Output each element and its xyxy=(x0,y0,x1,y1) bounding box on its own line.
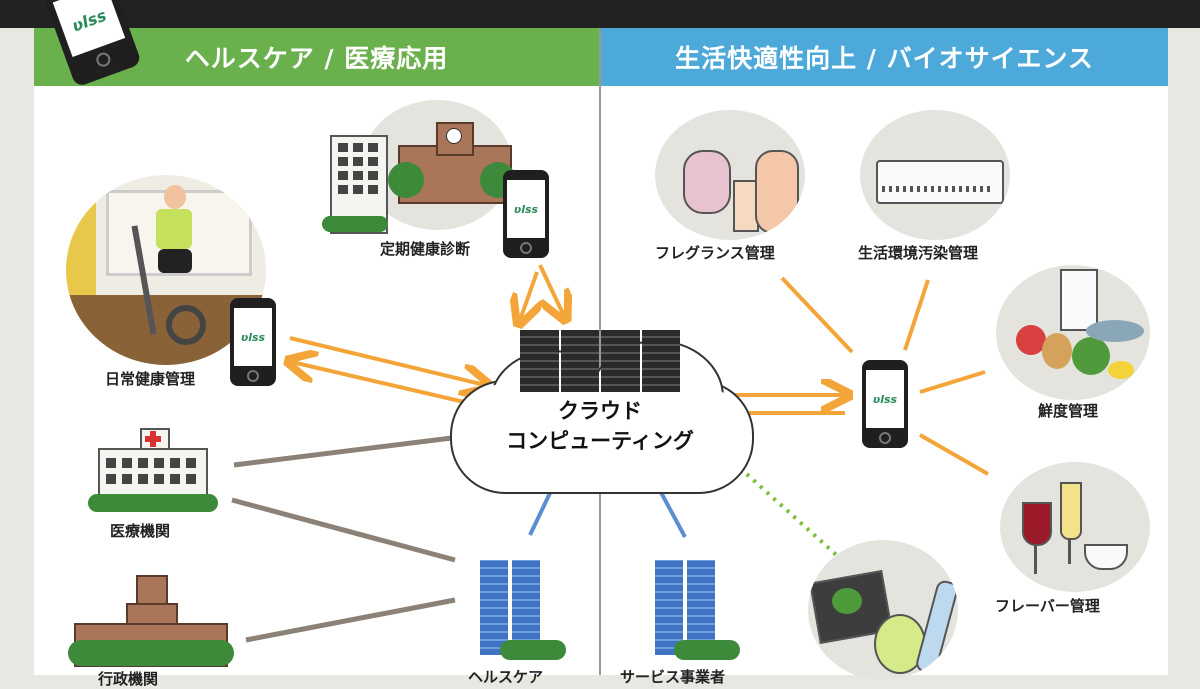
hospital-bushes xyxy=(88,494,218,512)
cloud-label-line1: クラウド xyxy=(558,399,642,423)
cloud-shape xyxy=(450,340,754,494)
cloud-label-line2: コンピューティング xyxy=(506,429,694,453)
checkup-phone-logo: ʋlss xyxy=(507,180,545,238)
healthcare-towers xyxy=(480,555,545,655)
checkup-label: 定期健康診断 xyxy=(380,240,471,258)
top-bar xyxy=(0,0,1200,28)
line-fragrance xyxy=(780,276,854,354)
checkup-phone: ʋlss xyxy=(503,170,549,258)
server-rack xyxy=(520,330,680,392)
daily-health-label: 日常健康管理 xyxy=(105,370,196,388)
government-trees xyxy=(68,640,234,666)
flavor-illustration xyxy=(1000,462,1150,592)
hospital-icon xyxy=(98,428,208,504)
arrow-checkup-down xyxy=(538,264,564,316)
service-bushes xyxy=(674,640,740,660)
daily-phone: ʋlss xyxy=(230,298,276,386)
service-towers xyxy=(655,555,720,655)
arrow-checkup-up xyxy=(520,271,537,320)
service-label: サービス事業者 xyxy=(620,668,726,686)
line-flavor xyxy=(919,433,989,476)
lifestyle-header: 生活快適性向上 / バイオサイエンス xyxy=(601,28,1168,86)
pollution-label: 生活環境汚染管理 xyxy=(858,244,979,262)
panel-divider xyxy=(599,28,601,675)
line-medical xyxy=(233,433,469,468)
freshness-illustration xyxy=(996,265,1150,400)
line-pollution xyxy=(903,279,930,351)
fragrance-illustration xyxy=(655,110,805,240)
arrow-cloud-to-daily xyxy=(292,362,491,410)
line-freshness xyxy=(919,370,986,394)
line-medical-healthcare xyxy=(231,497,456,563)
clock-icon xyxy=(446,128,462,144)
tree-icon xyxy=(388,162,424,198)
line-government xyxy=(245,597,456,643)
government-label: 行政機関 xyxy=(98,670,159,688)
lifestyle-phone: ʋlss xyxy=(862,360,908,448)
daily-phone-logo: ʋlss xyxy=(234,308,272,366)
fragrance-label: フレグランス管理 xyxy=(655,244,775,262)
connector-lines xyxy=(231,264,989,643)
freshness-label: 鮮度管理 xyxy=(1038,402,1099,420)
healthcare-bushes xyxy=(500,640,566,660)
lifestyle-phone-logo: ʋlss xyxy=(866,370,904,428)
flavor-label: フレーバー管理 xyxy=(995,597,1100,615)
bush-icon xyxy=(322,216,388,232)
bioscience-illustration xyxy=(808,540,958,680)
pollution-illustration xyxy=(860,110,1010,240)
arrow-daily-to-cloud xyxy=(289,336,485,385)
healthcare-label: ヘルスケア xyxy=(468,668,544,686)
medical-label: 医療機関 xyxy=(110,522,171,540)
cloud-label: クラウド コンピューティング xyxy=(470,396,730,456)
